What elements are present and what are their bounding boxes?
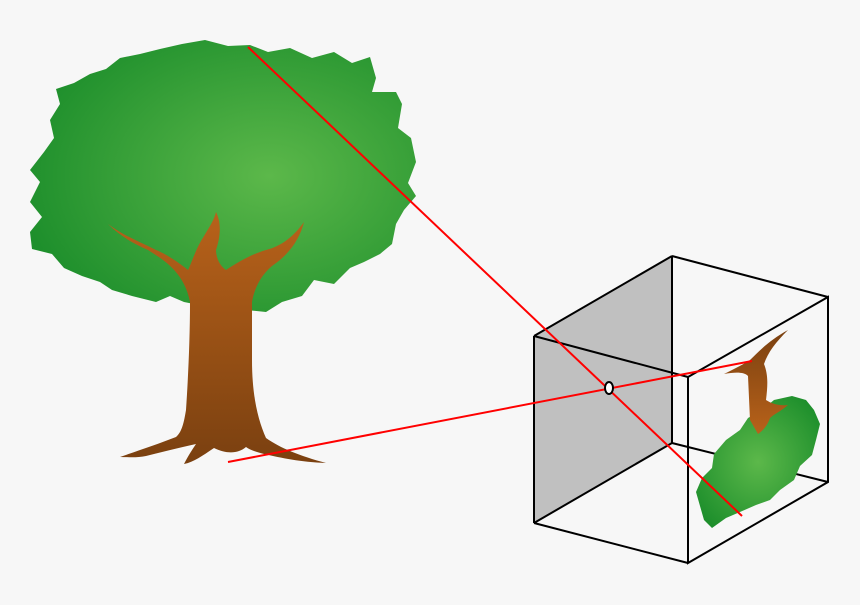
tree xyxy=(30,40,416,464)
ray-treetop-to-bottom xyxy=(247,46,743,517)
projected-trunk xyxy=(724,330,788,434)
ray-treebase-to-top xyxy=(227,360,753,463)
projected-image xyxy=(696,330,820,528)
tree-foliage xyxy=(30,40,416,312)
tree-trunk xyxy=(108,212,326,464)
pinhole-aperture xyxy=(604,381,614,395)
projected-foliage xyxy=(696,396,820,528)
light-rays xyxy=(227,46,753,517)
